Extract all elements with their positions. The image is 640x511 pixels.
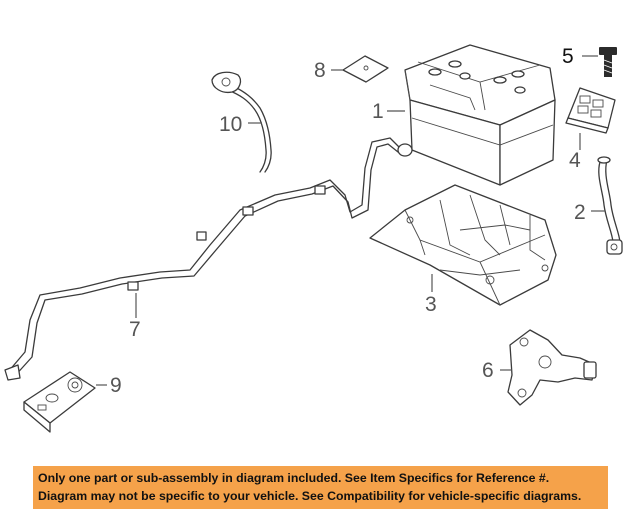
negative-cable-part-7[interactable] (4, 137, 413, 381)
insulator-pad-part-8[interactable] (342, 55, 389, 83)
callout-3: 3 (425, 293, 437, 316)
callout-8: 8 (314, 59, 326, 82)
battery-sensor-part-6[interactable] (507, 329, 597, 406)
battery-tray-part-3[interactable] (369, 184, 557, 306)
callout-2: 2 (574, 201, 586, 224)
bolt-part-5[interactable] (599, 47, 617, 77)
leader-lines (96, 55, 605, 386)
callout-4: 4 (569, 149, 581, 172)
callout-6: 6 (482, 359, 494, 382)
parts-diagram: 1 2 3 4 5 6 7 8 9 10 (4, 44, 623, 433)
hold-down-bracket-part-4[interactable] (565, 87, 616, 134)
connector-part-9[interactable] (23, 371, 96, 433)
notice-line-1: Only one part or sub-assembly in diagram… (38, 471, 550, 485)
notice-line-2: Diagram may not be specific to your vehi… (38, 489, 582, 503)
callout-10: 10 (219, 113, 242, 136)
callout-9: 9 (110, 374, 122, 397)
cable-clip-part-10[interactable] (211, 71, 272, 173)
callout-1: 1 (372, 100, 384, 123)
battery-part-1[interactable] (404, 44, 556, 186)
callout-labels: 1 2 3 4 5 6 7 8 9 10 (110, 45, 586, 397)
callout-5: 5 (562, 45, 574, 68)
compatibility-notice-banner: Only one part or sub-assembly in diagram… (33, 466, 608, 509)
callout-7: 7 (129, 318, 141, 341)
vent-tube-part-2[interactable] (597, 156, 623, 255)
